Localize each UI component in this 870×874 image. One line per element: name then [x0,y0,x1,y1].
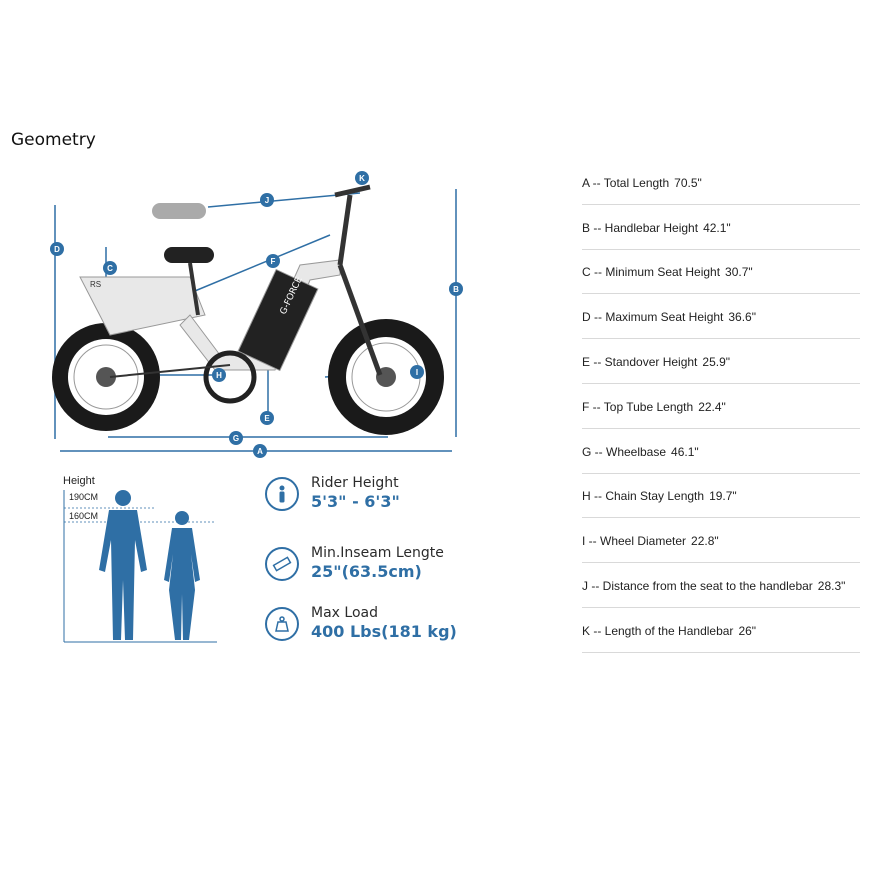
svg-text:K: K [359,174,365,183]
svg-text:C: C [107,264,113,273]
rider-height-info: Rider Height 5'3" - 6'3" [265,474,400,512]
front-wheel [328,319,444,435]
svg-text:D: D [54,245,60,254]
female-silhouette [164,511,200,640]
max-load-label: Max Load [311,605,378,621]
rear-wheel [52,323,160,431]
marker-k: K [355,171,369,185]
marker-i: I [410,365,424,379]
bike-geometry-diagram: G-FORCE RS A B C D E F G H I J K [50,171,463,458]
marker-a: A [253,444,267,458]
marker-j: J [260,193,274,207]
inseam-label: Min.Inseam Lengte [311,545,444,561]
chainring [203,350,257,404]
marker-g: G [229,431,243,445]
page-title: Geometry [11,130,96,150]
marker-e: E [260,411,274,425]
svg-text:A: A [257,447,263,456]
marker-c: C [103,261,117,275]
model-text: RS [90,280,101,289]
inseam-info: Min.Inseam Lengte 25"(63.5cm) [265,544,444,582]
svg-text:J: J [265,196,269,205]
svg-text:H: H [216,371,222,380]
marker-f: F [266,254,280,268]
bike-frame [79,259,341,372]
svg-text:G: G [233,434,239,443]
max-load-value: 400 Lbs(181 kg) [311,622,457,641]
max-load-info: Max Load 400 Lbs(181 kg) [265,604,457,642]
svg-text:I: I [416,368,418,377]
seat [152,203,214,316]
weight-icon [265,607,299,641]
marker-h: H [212,368,226,382]
rider-height-chart: Height 190CM 160CM [63,475,217,643]
height-chart-title: Height [63,475,95,487]
rider-height-icon [265,477,299,511]
height-label-tall: 190CM [69,492,98,502]
rider-height-label: Rider Height [311,475,399,491]
inseam-value: 25"(63.5cm) [311,562,422,581]
marker-b: B [449,282,463,296]
rider-height-value: 5'3" - 6'3" [311,492,400,511]
height-label-short: 160CM [69,511,98,521]
svg-text:F: F [271,257,276,266]
svg-text:B: B [453,285,459,294]
svg-text:E: E [264,414,270,423]
marker-d: D [50,242,64,256]
spec-row: J -- Distance from the seat to the handl… [582,563,860,608]
male-silhouette [99,490,147,640]
ruler-icon [265,547,299,581]
